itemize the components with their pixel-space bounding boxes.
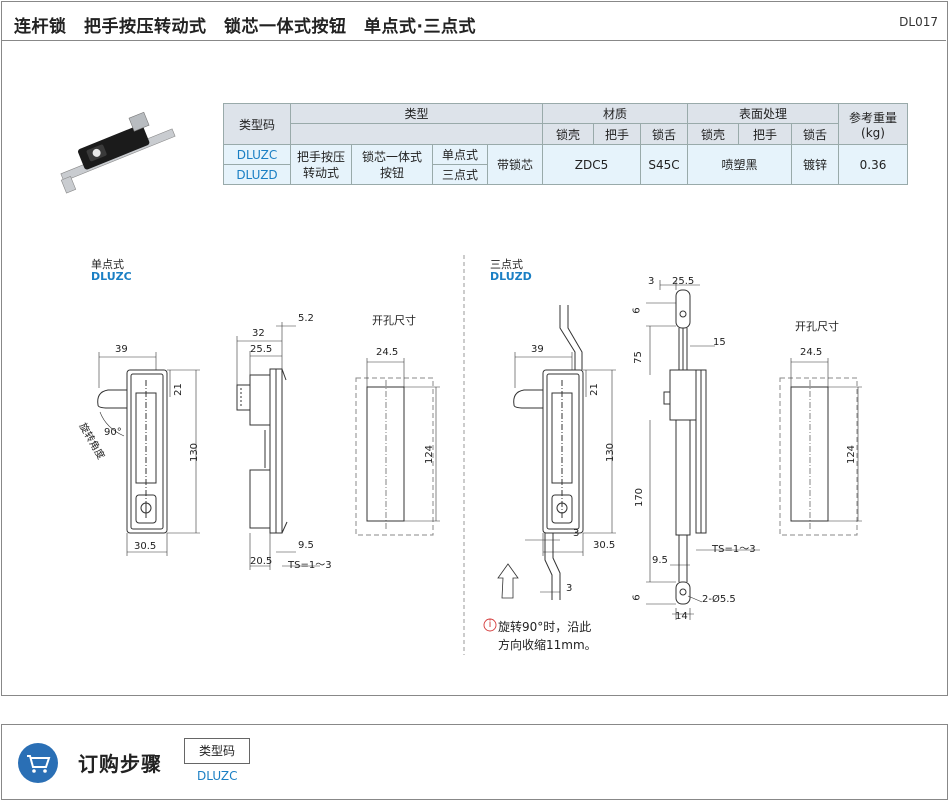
order-steps-panel: 订购步骤 类型码 DLUZC [1, 724, 948, 800]
dim-6-bottom: 6 [631, 594, 643, 601]
dim-30-5-single: 30.5 [134, 541, 157, 552]
type-handle-press: 把手按压 转动式 [290, 144, 352, 185]
catalog-code: DL017 [899, 15, 938, 29]
note-line-1: 旋转90°时，沿此 [498, 620, 592, 634]
dim-30-5-triple: 30.5 [593, 540, 616, 551]
dim-25-5-single: 25.5 [250, 344, 273, 355]
type-button: 锁芯一体式 按钮 [351, 144, 433, 185]
label-single-code: DLUZC [91, 270, 132, 283]
surface-shell-handle: 喷塑黑 [687, 144, 792, 185]
th-mat-shell: 锁壳 [542, 123, 594, 145]
dim-14: 14 [675, 611, 688, 622]
label-triple-code: DLUZD [490, 270, 532, 283]
th-type-spacer [290, 123, 543, 145]
label-ts-single: TS=1～3 [288, 560, 332, 571]
dim-9-5-single: 9.5 [298, 540, 314, 551]
label-hole: 2-Ø5.5 [702, 594, 736, 605]
th-mat-handle: 把手 [593, 123, 641, 145]
type-three-point: 三点式 [432, 164, 488, 185]
label-triple: 三点式 [490, 258, 523, 271]
code-dluzd: DLUZD [223, 164, 291, 185]
type-single-point: 单点式 [432, 144, 488, 165]
label-single: 单点式 [91, 258, 124, 271]
dim-3-top-triple: 3 [573, 528, 580, 539]
info-icon: i [488, 619, 492, 630]
dim-130-triple: 130 [605, 442, 617, 463]
order-steps-title: 订购步骤 [78, 752, 162, 776]
th-material: 材质 [542, 103, 688, 124]
weight-value: 0.36 [838, 144, 908, 185]
th-surf-shell: 锁壳 [687, 123, 739, 145]
dim-124-triple: 124 [846, 444, 858, 465]
dim-21-single: 21 [172, 383, 184, 396]
spec-table: 类型码 类型 材质 表面处理 参考重量(kg) 锁壳 把手 锁舌 锁壳 把手 锁… [223, 103, 908, 185]
th-mat-tongue: 锁舌 [640, 123, 688, 145]
code-dluzc: DLUZC [223, 144, 291, 165]
note-line-2: 方向收缩11mm。 [498, 638, 597, 652]
order-type-code-value: DLUZC [197, 769, 238, 783]
dim-15: 15 [713, 337, 726, 348]
dim-75: 75 [632, 351, 644, 364]
dim-32: 32 [252, 328, 265, 339]
dim-21-triple: 21 [588, 383, 600, 396]
surface-tongue: 镀锌 [791, 144, 839, 185]
dim-170: 170 [634, 487, 646, 508]
th-type-code: 类型码 [223, 103, 291, 145]
label-90-deg: 90° [104, 427, 122, 438]
dim-20-5: 20.5 [250, 556, 273, 567]
dim-24-5-single: 24.5 [376, 347, 399, 358]
page-title: 连杆锁 把手按压转动式 锁芯一体式按钮 单点式·三点式 [14, 17, 476, 37]
dim-3-bottom-triple: 3 [566, 583, 573, 594]
label-cutout-single: 开孔尺寸 [372, 314, 416, 327]
title-divider [1, 40, 946, 41]
order-type-code-box: 类型码 [184, 738, 250, 764]
th-surf-handle: 把手 [738, 123, 792, 145]
dim-9-5-triple: 9.5 [652, 555, 668, 566]
dim-5-2: 5.2 [298, 313, 314, 324]
dim-39-single: 39 [115, 344, 128, 355]
dim-124-single: 124 [424, 444, 436, 465]
dim-25-5-triple: 25.5 [672, 276, 695, 287]
th-type: 类型 [290, 103, 543, 124]
dim-6-top: 6 [631, 307, 643, 314]
dim-24-5-triple: 24.5 [800, 347, 823, 358]
th-surf-tongue: 锁舌 [791, 123, 839, 145]
label-ts-triple: TS=1～3 [712, 544, 756, 555]
mat-tongue: S45C [640, 144, 688, 185]
th-surface: 表面处理 [687, 103, 839, 124]
mat-shell-handle: ZDC5 [542, 144, 641, 185]
dim-130-single: 130 [189, 442, 201, 463]
type-core: 带锁芯 [487, 144, 543, 185]
dim-39-triple: 39 [531, 344, 544, 355]
product-image [60, 111, 176, 194]
dim-3-side: 3 [648, 276, 655, 287]
th-weight: 参考重量(kg) [838, 103, 908, 145]
cart-icon [18, 743, 58, 783]
label-cutout-triple: 开孔尺寸 [795, 320, 839, 333]
